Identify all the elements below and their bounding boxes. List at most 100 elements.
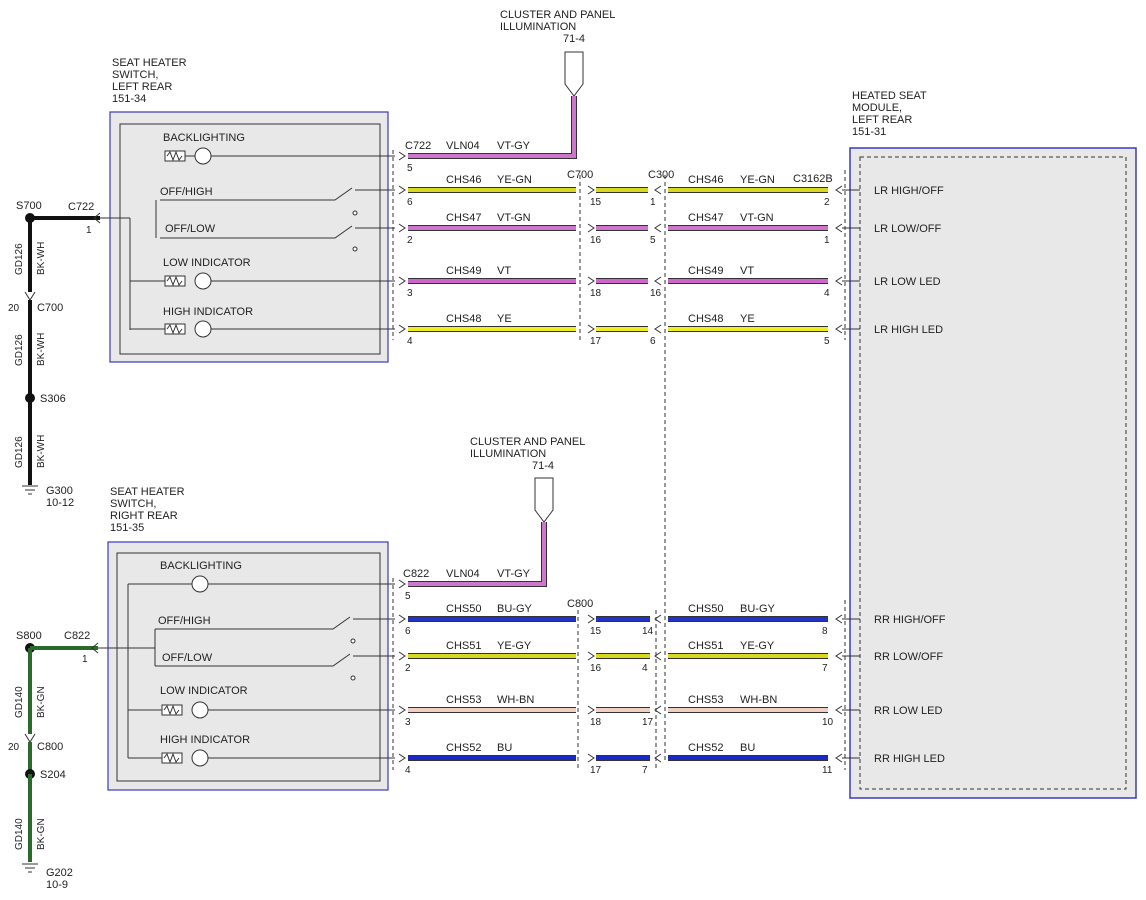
bottom-c800b-pin: 17 xyxy=(642,717,654,728)
top-wire-circuit: CHS49 xyxy=(446,265,481,277)
top-wire-arrow xyxy=(398,276,406,286)
top-wire-color2: VT xyxy=(740,265,754,277)
top-wire-color: YE xyxy=(497,313,512,325)
left-low-led-icon xyxy=(194,272,212,290)
bottom-illum-connector-icon xyxy=(534,477,554,523)
right-offhigh-switch-icon xyxy=(155,616,395,630)
top-module-label: LR LOW/OFF xyxy=(874,223,942,235)
bottom-c800a-pin: 16 xyxy=(590,663,602,674)
top-c300-arrow xyxy=(654,185,662,195)
top-wire-color2: VT-GN xyxy=(740,212,774,224)
right-high-led-icon xyxy=(191,749,209,767)
top-ground-conn: C722 xyxy=(68,201,94,213)
top-wire-color: VT-GY xyxy=(497,140,531,152)
bottom-c800b-pin: 4 xyxy=(642,663,648,674)
top-wire-circuit2: CHS49 xyxy=(688,265,723,277)
top-wire-arrow xyxy=(398,151,406,161)
bottom-c800a-arrow xyxy=(587,651,595,661)
bottom-wire-arrow xyxy=(398,753,406,763)
left-rear-switch: SEAT HEATER SWITCH, LEFT REAR 151-34 BAC… xyxy=(100,57,395,363)
top-wire-arrow xyxy=(398,185,406,195)
top-ground-icon xyxy=(22,485,38,495)
right-switch-ref: 151-35 xyxy=(110,522,144,534)
right-rear-switch: SEAT HEATER SWITCH, RIGHT REAR 151-35 BA… xyxy=(98,486,395,791)
top-splice-label: S700 xyxy=(16,200,42,212)
bottom-wire-pin: 3 xyxy=(405,717,411,728)
bottom-module-arrow xyxy=(835,614,843,624)
bottom-c800a-arrow xyxy=(587,614,595,624)
top-wire-pin: 2 xyxy=(407,235,413,246)
bottom-bkgn-a: BK-GN xyxy=(36,686,47,718)
left-highind-label: HIGH INDICATOR xyxy=(163,306,253,318)
bottom-module-arrow xyxy=(835,651,843,661)
top-c300-pin: 5 xyxy=(650,235,656,246)
top-gd126-a: GD126 xyxy=(14,243,25,275)
bottom-module-label: RR HIGH/OFF xyxy=(874,614,946,626)
top-wire-pin: 4 xyxy=(407,336,413,347)
top-c700-arrow xyxy=(587,276,595,286)
bottom-c800a-pin: 18 xyxy=(590,717,602,728)
top-c700-label: C700 xyxy=(567,169,593,181)
top-module-pin: 2 xyxy=(824,197,830,208)
right-offlow-label: OFF/LOW xyxy=(162,652,213,664)
bottom-c800b-arrow xyxy=(654,753,662,763)
bottom-wire-arrow xyxy=(398,705,406,715)
bottom-wire-pin: 4 xyxy=(405,765,411,776)
bottom-module-pin: 8 xyxy=(822,626,828,637)
top-wire-circuit2: CHS48 xyxy=(688,313,723,325)
top-module-label: LR LOW LED xyxy=(874,276,941,288)
bottom-c800a-arrow xyxy=(587,705,595,715)
top-wire-arrow xyxy=(398,324,406,334)
bottom-wire-color2: BU xyxy=(740,742,755,754)
bottom-ground-conn2: C800 xyxy=(37,741,63,753)
module-inner-dashed xyxy=(859,156,1127,790)
bottom-wire-circuit: CHS51 xyxy=(446,640,481,652)
top-c700-pin: 15 xyxy=(590,197,602,208)
right-switch-line2: SWITCH, xyxy=(110,498,156,510)
top-c700-arrow xyxy=(587,324,595,334)
bottom-vln04-wire xyxy=(408,522,546,586)
top-c722-label: C722 xyxy=(405,140,431,152)
bottom-gnd-ref: 10-9 xyxy=(46,879,68,891)
bottom-wire-pin: 5 xyxy=(405,591,411,602)
bottom-c800-label: C800 xyxy=(567,598,593,610)
left-offlow-label: OFF/LOW xyxy=(165,223,216,235)
bottom-module-label: RR LOW/OFF xyxy=(874,651,943,663)
module-line2: MODULE, xyxy=(852,102,902,114)
bottom-wire-color2: BU-GY xyxy=(740,603,776,615)
left-offhigh-label: OFF/HIGH xyxy=(160,186,213,198)
bottom-wire-pin: 6 xyxy=(405,626,411,637)
top-wire-color: VT xyxy=(497,265,511,277)
top-wire-circuit: CHS46 xyxy=(446,174,481,186)
top-c700-pin: 17 xyxy=(590,336,602,347)
bottom-wire-color: BU xyxy=(497,742,512,754)
top-wire-circuit: CHS48 xyxy=(446,313,481,325)
right-lowind-label: LOW INDICATOR xyxy=(160,685,248,697)
bottom-illumination: CLUSTER AND PANEL ILLUMINATION 71-4 xyxy=(470,436,585,523)
top-module-arrow xyxy=(835,185,843,195)
right-low-led-icon xyxy=(191,701,209,719)
bottom-gd140-a: GD140 xyxy=(14,686,25,718)
top-gd126-c: GD126 xyxy=(14,436,25,468)
bottom-wire-color2: YE-GY xyxy=(740,640,775,652)
bottom-c800b-pin: 7 xyxy=(642,765,648,776)
bottom-module-pin: 11 xyxy=(822,765,833,776)
left-switch-inner xyxy=(119,123,381,355)
bottom-splice2-label: S204 xyxy=(40,769,66,781)
bottom-wire-circuit2: CHS52 xyxy=(688,742,723,754)
bottom-gnd-label: G202 xyxy=(46,867,73,879)
left-switch-line1: SEAT HEATER xyxy=(112,57,187,69)
top-c700-pin: 16 xyxy=(590,235,602,246)
top-c700-pin: 18 xyxy=(590,288,602,299)
bottom-gd140-b: GD140 xyxy=(14,818,25,850)
bottom-module-label: RR HIGH LED xyxy=(874,753,945,765)
module-line3: LEFT REAR xyxy=(852,114,912,126)
bottom-wire-color2: WH-BN xyxy=(740,694,777,706)
top-gnd-label: G300 xyxy=(46,485,73,497)
top-wire-color: VT-GN xyxy=(497,212,531,224)
top-module-pin: 5 xyxy=(824,336,830,347)
left-backlighting-label: BACKLIGHTING xyxy=(163,132,245,144)
left-offhigh-switch-icon xyxy=(160,187,395,201)
